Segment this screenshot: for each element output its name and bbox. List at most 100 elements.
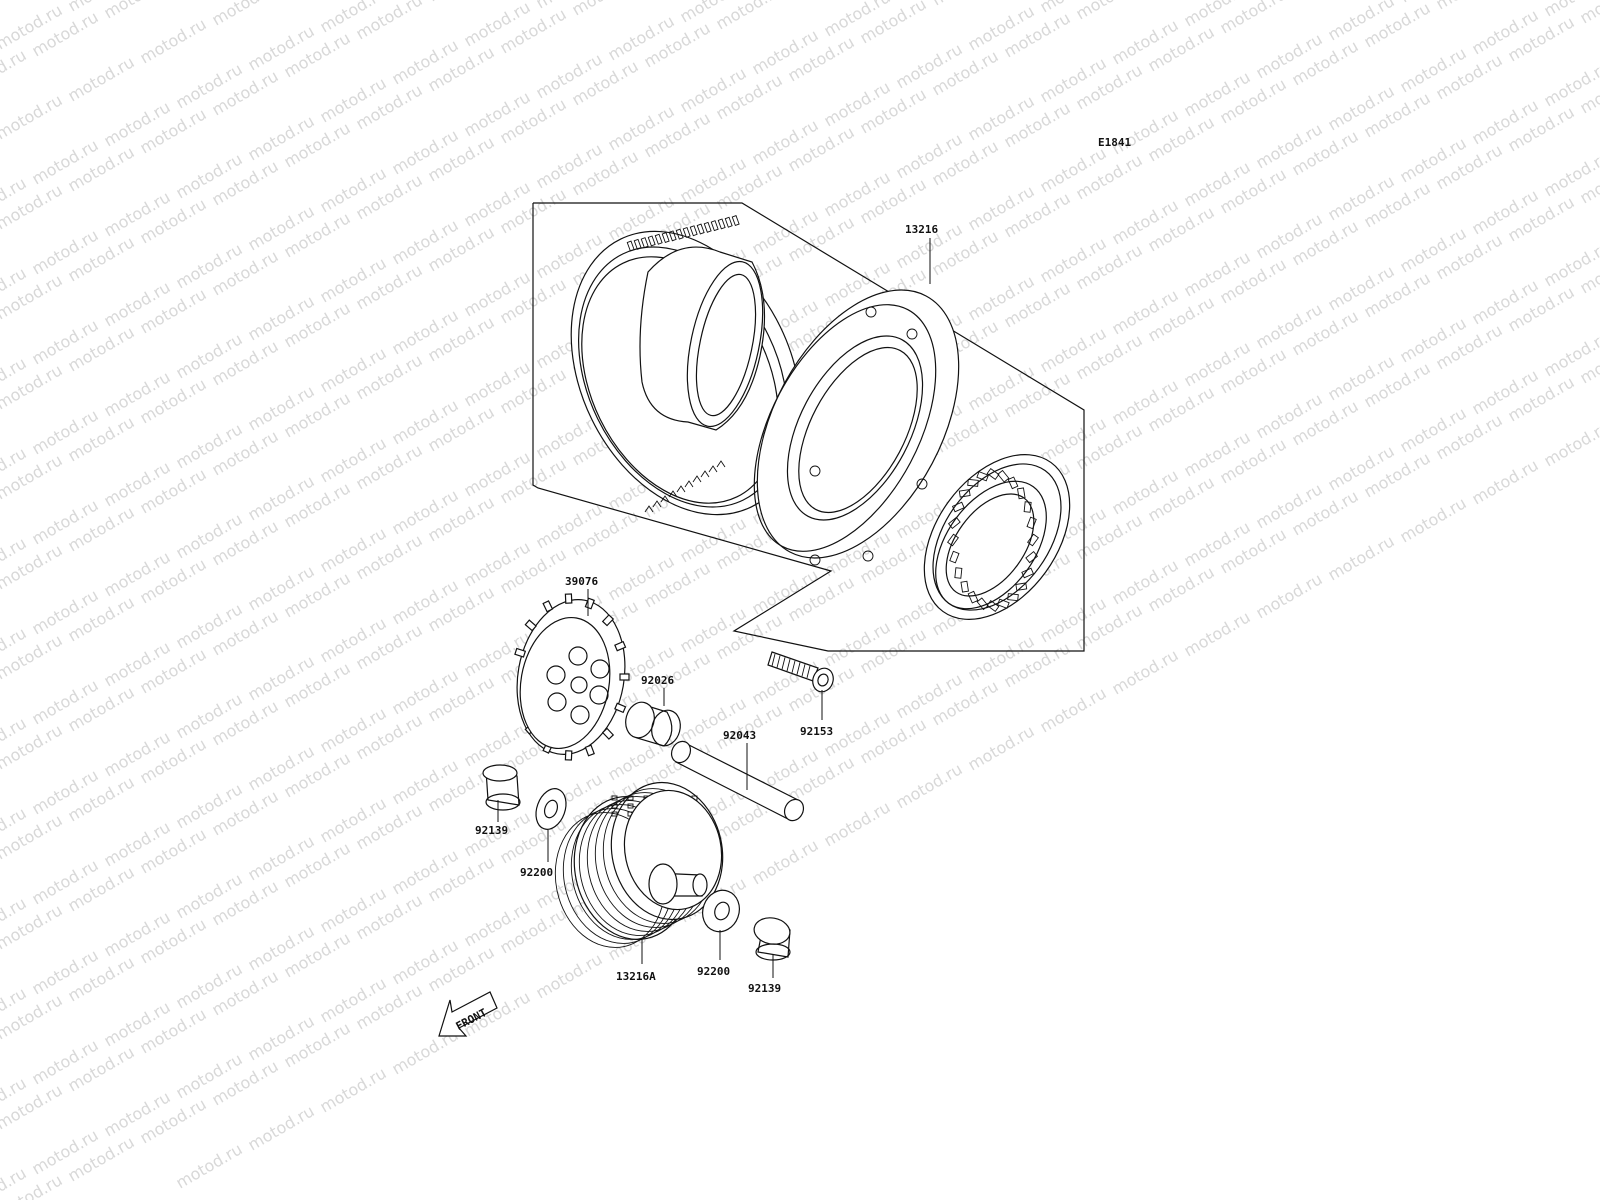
label-92200-right: 92200	[697, 965, 730, 978]
gear-tooth	[700, 470, 710, 478]
gear-tooth	[661, 232, 670, 244]
watermark-text: motod.ru	[245, 1101, 318, 1154]
gear-tooth	[684, 480, 694, 488]
collar-92026	[625, 701, 681, 747]
label-92026: 92026	[641, 674, 674, 687]
watermark-text: motod.ru	[1073, 0, 1146, 23]
watermark-text: motod.ru	[65, 52, 138, 105]
watermark-text: motod.ru	[1253, 569, 1326, 622]
starter-clutch-13216A	[554, 781, 724, 948]
watermark-text: motod.ru	[0, 0, 30, 8]
gear-tooth	[731, 215, 740, 227]
sprag-cell	[1021, 567, 1035, 579]
watermark-text: motod.ru	[1397, 493, 1470, 546]
starter-gear	[570, 215, 802, 516]
sprag-cell	[986, 468, 1000, 480]
gear-teeth-top	[626, 215, 740, 252]
gear-tooth	[660, 495, 670, 503]
gear-tooth	[696, 223, 705, 235]
watermark-text: motod.ru	[1109, 645, 1182, 698]
sprag-clutch	[923, 454, 1071, 620]
gear-tooth	[676, 485, 686, 493]
watermark-text: motod.ru	[1541, 417, 1600, 470]
sprag-cell	[954, 567, 963, 579]
watermark-text: motod.ru	[1181, 607, 1254, 660]
idle-tooth	[584, 744, 595, 757]
watermark-text: motod.ru	[137, 14, 210, 67]
label-92139-left: 92139	[475, 824, 508, 837]
watermark-text: motod.ru	[101, 0, 174, 22]
sprag-cell	[947, 516, 961, 530]
idle-tooth	[524, 619, 537, 632]
label-39076: 39076	[565, 575, 598, 588]
gear-tooth	[675, 228, 684, 240]
idle-tooth	[564, 593, 573, 604]
sprag-cell	[1015, 582, 1028, 591]
label-92153: 92153	[800, 725, 833, 738]
washer-92200-left	[535, 788, 567, 830]
sprag-cell	[976, 597, 989, 611]
thread-line	[801, 664, 806, 677]
plate-tab	[627, 803, 634, 809]
idle-tooth	[601, 614, 615, 627]
thread-line	[786, 658, 791, 672]
gear-tooth	[692, 475, 702, 483]
label-92200-left: 92200	[520, 866, 553, 879]
idle-tooth	[564, 750, 573, 761]
thread-line	[806, 665, 811, 679]
washer-92200-right	[702, 889, 740, 933]
bolt-92153	[767, 651, 834, 693]
gear-tooth	[710, 220, 719, 232]
gear-tooth	[689, 225, 698, 237]
thread-line	[771, 653, 776, 667]
label-13216A: 13216A	[616, 970, 656, 983]
watermark-text: motod.ru	[929, 0, 1002, 9]
sprag-cell	[986, 600, 1000, 612]
idle-tooth	[514, 647, 527, 658]
sprag-cells	[947, 468, 1039, 612]
sprag-cell	[951, 501, 965, 513]
bolt-thread	[771, 653, 811, 679]
gear-tooth	[654, 233, 663, 245]
gear-tooth	[724, 216, 733, 228]
watermark-text: motod.ru	[1433, 0, 1506, 13]
sprag-cell	[958, 489, 971, 498]
sprag-cell	[1007, 593, 1019, 602]
sprag-cell	[949, 550, 960, 564]
gear-tooth	[703, 221, 712, 233]
sprag-cell	[960, 580, 969, 593]
plate-tab	[627, 795, 634, 801]
plate-tab	[611, 795, 618, 801]
part-labels: 13216 39076 92026 92043 92153 92139 9220…	[475, 223, 938, 995]
plate-tab	[611, 803, 618, 809]
sprag-cell	[997, 469, 1010, 483]
watermark-text: motod.ru	[209, 0, 282, 29]
thread-line	[796, 662, 801, 675]
watermark-text: motod.ru	[821, 797, 894, 850]
gear-tooth	[640, 237, 649, 249]
gear-tooth	[682, 226, 691, 238]
watermark-text: motod.ru	[713, 0, 786, 33]
idle-tooth	[542, 600, 554, 613]
label-92139-right: 92139	[748, 982, 781, 995]
thread-line	[791, 660, 796, 673]
gear-teeth-bottom	[644, 460, 726, 513]
gear-tooth	[626, 240, 635, 252]
gear-tooth	[644, 505, 654, 513]
sprag-cell	[1017, 487, 1026, 500]
watermark-text: motod.ru	[1325, 531, 1398, 584]
collar-92139-left	[482, 764, 521, 811]
gear-tooth	[716, 460, 726, 468]
sprag-cell	[997, 598, 1010, 609]
thread-line	[776, 655, 781, 668]
watermark-text: motod.ru	[173, 1139, 246, 1192]
gear-tooth	[647, 235, 656, 247]
watermark-text: motod.ru	[1577, 0, 1600, 27]
gear-tooth	[652, 500, 662, 508]
idle-gear-39076	[514, 593, 630, 761]
watermark-text: motod.ru	[425, 0, 498, 5]
collar-92139-right	[753, 917, 791, 961]
gear-tooth	[668, 230, 677, 242]
plate-tab	[611, 811, 618, 817]
gear-tooth	[708, 465, 718, 473]
